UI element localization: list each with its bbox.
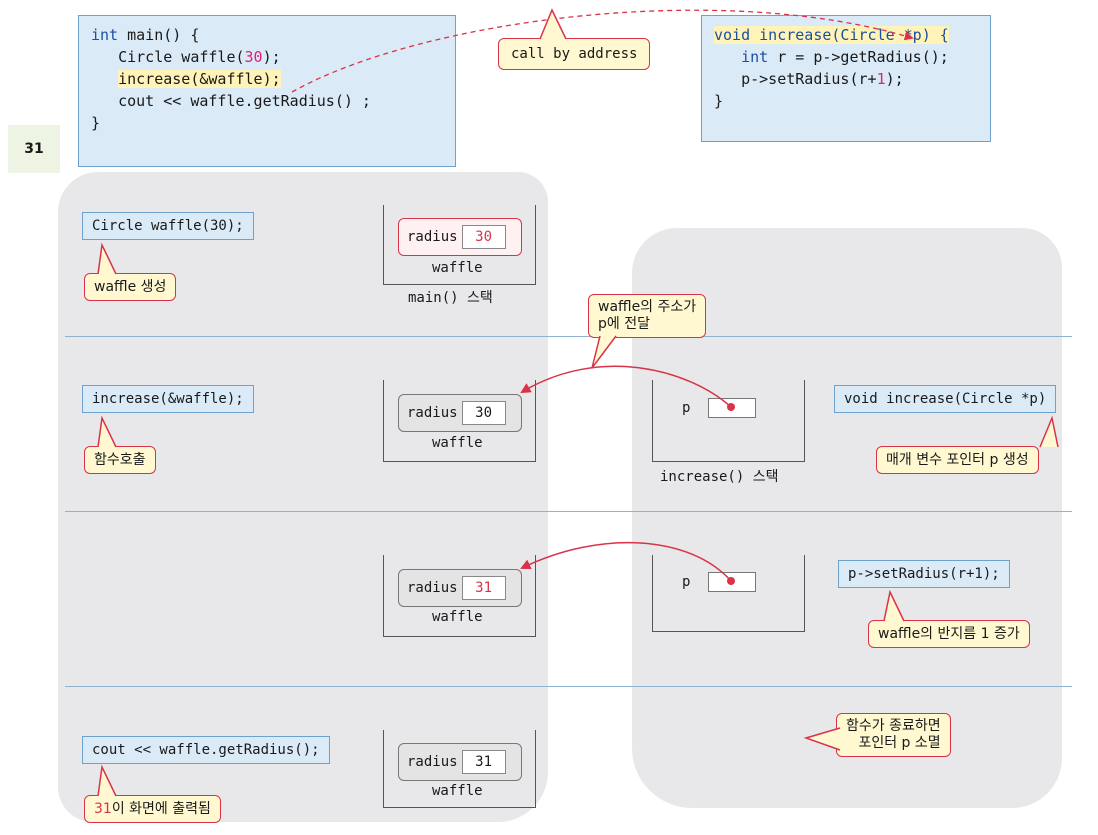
step2-code-label: increase(&waffle); [82, 385, 254, 413]
step4-end-callout: 함수가 종료하면 포인터 p 소멸 [836, 713, 951, 757]
step2-signature-label: void increase(Circle *p) [834, 385, 1057, 413]
step4-callout: 31이 화면에 출력됨 [84, 795, 221, 823]
increase-code-box: void increase(Circle *p) { int r = p->ge… [701, 15, 991, 142]
separator-1 [65, 336, 1072, 337]
address-passed-callout: waffle의 주소가 p에 전달 [588, 294, 707, 338]
step3-pointer-box [708, 572, 756, 592]
address-passed-callout-line1: waffle의 주소가 [598, 299, 697, 315]
increase-stack-frame [652, 380, 805, 462]
increase-code-signature: void increase(Circle *p) { [714, 26, 949, 44]
increase-code-int: int [714, 48, 769, 66]
step4-waffle-object: radius 31 [398, 743, 522, 781]
main-code-line-4: cout << waffle.getRadius() ; [91, 92, 371, 110]
main-stack-frame [383, 205, 536, 285]
main-code-line-2c: ); [262, 48, 281, 66]
step3-pointer-label: p [682, 574, 691, 590]
step2-radius-value: 30 [461, 401, 506, 425]
main-code-line-3: increase(&waffle); [91, 70, 281, 88]
step4-callout-text: 이 화면에 출력됨 [111, 801, 211, 817]
step4-radius-value: 31 [461, 750, 506, 774]
main-code-line-2a: Circle waffle( [91, 48, 245, 66]
step3-waffle-name: waffle [432, 609, 483, 625]
step2-waffle-object: radius 30 [398, 394, 522, 432]
step4-radius-label: radius [407, 754, 458, 770]
increase-code-line-3a: p->setRadius(r+ [714, 70, 877, 88]
address-passed-callout-line2: p에 전달 [598, 316, 650, 332]
step3-radius-label: radius [407, 580, 458, 596]
main-code-line-1: main() { [118, 26, 200, 44]
step4-callout-number: 31 [94, 801, 112, 817]
main-code-line-3-highlight: increase(&waffle); [118, 70, 281, 88]
main-stack-frame-2 [383, 380, 536, 462]
step2-signature-callout: 매개 변수 포인터 p 생성 [876, 446, 1039, 474]
step1-radius-value: 30 [461, 225, 506, 249]
increase-code-line-4: } [714, 92, 724, 110]
step1-callout: waffle 생성 [84, 273, 177, 301]
increase-stack-label: increase() 스택 [660, 469, 779, 485]
step2-radius-label: radius [407, 405, 458, 421]
step3-callout: waffle의 반지름 1 증가 [868, 620, 1030, 648]
step1-radius-label: radius [407, 229, 458, 245]
call-by-address-callout: call by address [498, 38, 651, 70]
step1-code-label: Circle waffle(30); [82, 212, 254, 240]
main-code-line-5: } [91, 114, 101, 132]
step2-waffle-name: waffle [432, 435, 483, 451]
increase-stack-frame-3 [652, 555, 805, 632]
step2-pointer-box [708, 398, 756, 418]
separator-3 [65, 686, 1072, 687]
step2-pointer-label: p [682, 400, 691, 416]
step4-end-callout-line2: 포인터 p 소멸 [858, 735, 941, 751]
step1-waffle-object: radius 30 [398, 218, 522, 256]
step3-code-label: p->setRadius(r+1); [838, 560, 1010, 588]
increase-code-line-2: r = p->getRadius(); [768, 48, 949, 66]
step4-code-label: cout << waffle.getRadius(); [82, 736, 330, 764]
step4-end-callout-line1: 함수가 종료하면 [846, 718, 941, 734]
side-number: 31 [8, 125, 60, 173]
main-code-box: int main() { Circle waffle(30); increase… [78, 15, 456, 167]
increase-code-line-3c: ); [885, 70, 904, 88]
increase-code-line-3-num: 1 [876, 70, 886, 88]
separator-2 [65, 511, 1072, 512]
step4-waffle-name: waffle [432, 783, 483, 799]
main-code-line-2-num: 30 [244, 48, 263, 66]
main-code-keyword: int [91, 26, 119, 44]
step3-waffle-object: radius 31 [398, 569, 522, 607]
step2-callout: 함수호출 [84, 446, 156, 474]
main-stack-frame-3 [383, 555, 536, 637]
call-by-address-tail [539, 8, 567, 40]
main-stack-frame-4 [383, 730, 536, 808]
main-stack-label: main() 스택 [408, 290, 493, 306]
step3-radius-value: 31 [461, 576, 506, 600]
address-callout-tail [591, 335, 617, 369]
step1-waffle-name: waffle [432, 260, 483, 276]
